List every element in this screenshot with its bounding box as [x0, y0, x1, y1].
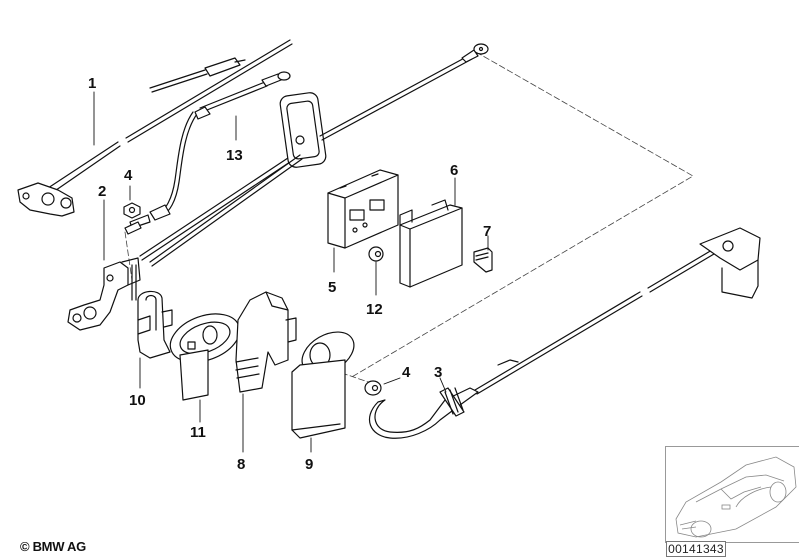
car-outline-icon [675, 456, 797, 538]
callout-10[interactable]: 10 [129, 392, 146, 409]
callout-2[interactable]: 2 [98, 183, 106, 200]
part-8-terminal-cover[interactable] [235, 291, 297, 393]
callout-5[interactable]: 5 [328, 279, 336, 296]
part-4-nut-lower[interactable] [364, 380, 382, 396]
callout-4-upper[interactable]: 4 [124, 167, 133, 184]
part-10-clamp-cover[interactable] [137, 290, 173, 359]
vehicle-thumbnail[interactable] [665, 446, 799, 543]
reference-number: 00141343 [666, 541, 726, 557]
callout-13[interactable]: 13 [226, 147, 243, 164]
callout-11[interactable]: 11 [190, 424, 206, 441]
leader-lines [93, 91, 489, 453]
callout-labels: 1 2 3 4 4 5 6 7 8 9 10 11 12 13 [88, 75, 491, 473]
part-12-small-nut[interactable] [368, 246, 384, 262]
callout-8[interactable]: 8 [237, 456, 245, 473]
part-2-terminal-clamp[interactable] [67, 154, 303, 331]
callout-4-lower[interactable]: 4 [402, 364, 411, 381]
panel-grommet [279, 43, 489, 168]
part-13-ground-cable[interactable] [129, 57, 303, 261]
callout-12[interactable]: 12 [366, 301, 383, 318]
part-6-fuse-box-cover[interactable] [399, 199, 463, 288]
part-3-cable-grommet[interactable] [368, 227, 761, 439]
part-5-fuse-box-base[interactable] [327, 169, 399, 249]
part-1-battery-cable[interactable] [17, 39, 293, 217]
part-4-nut-upper[interactable] [123, 202, 142, 235]
callout-9[interactable]: 9 [305, 456, 313, 473]
copyright-notice: © BMW AG [20, 539, 86, 554]
part-9-grommet-boot[interactable] [291, 323, 361, 439]
part-7-clip[interactable] [473, 247, 493, 273]
callout-6[interactable]: 6 [450, 162, 458, 179]
callout-3[interactable]: 3 [434, 364, 442, 381]
callout-1[interactable]: 1 [88, 75, 96, 92]
part-11-oval-grommet[interactable] [164, 305, 247, 401]
callout-7[interactable]: 7 [483, 223, 491, 240]
